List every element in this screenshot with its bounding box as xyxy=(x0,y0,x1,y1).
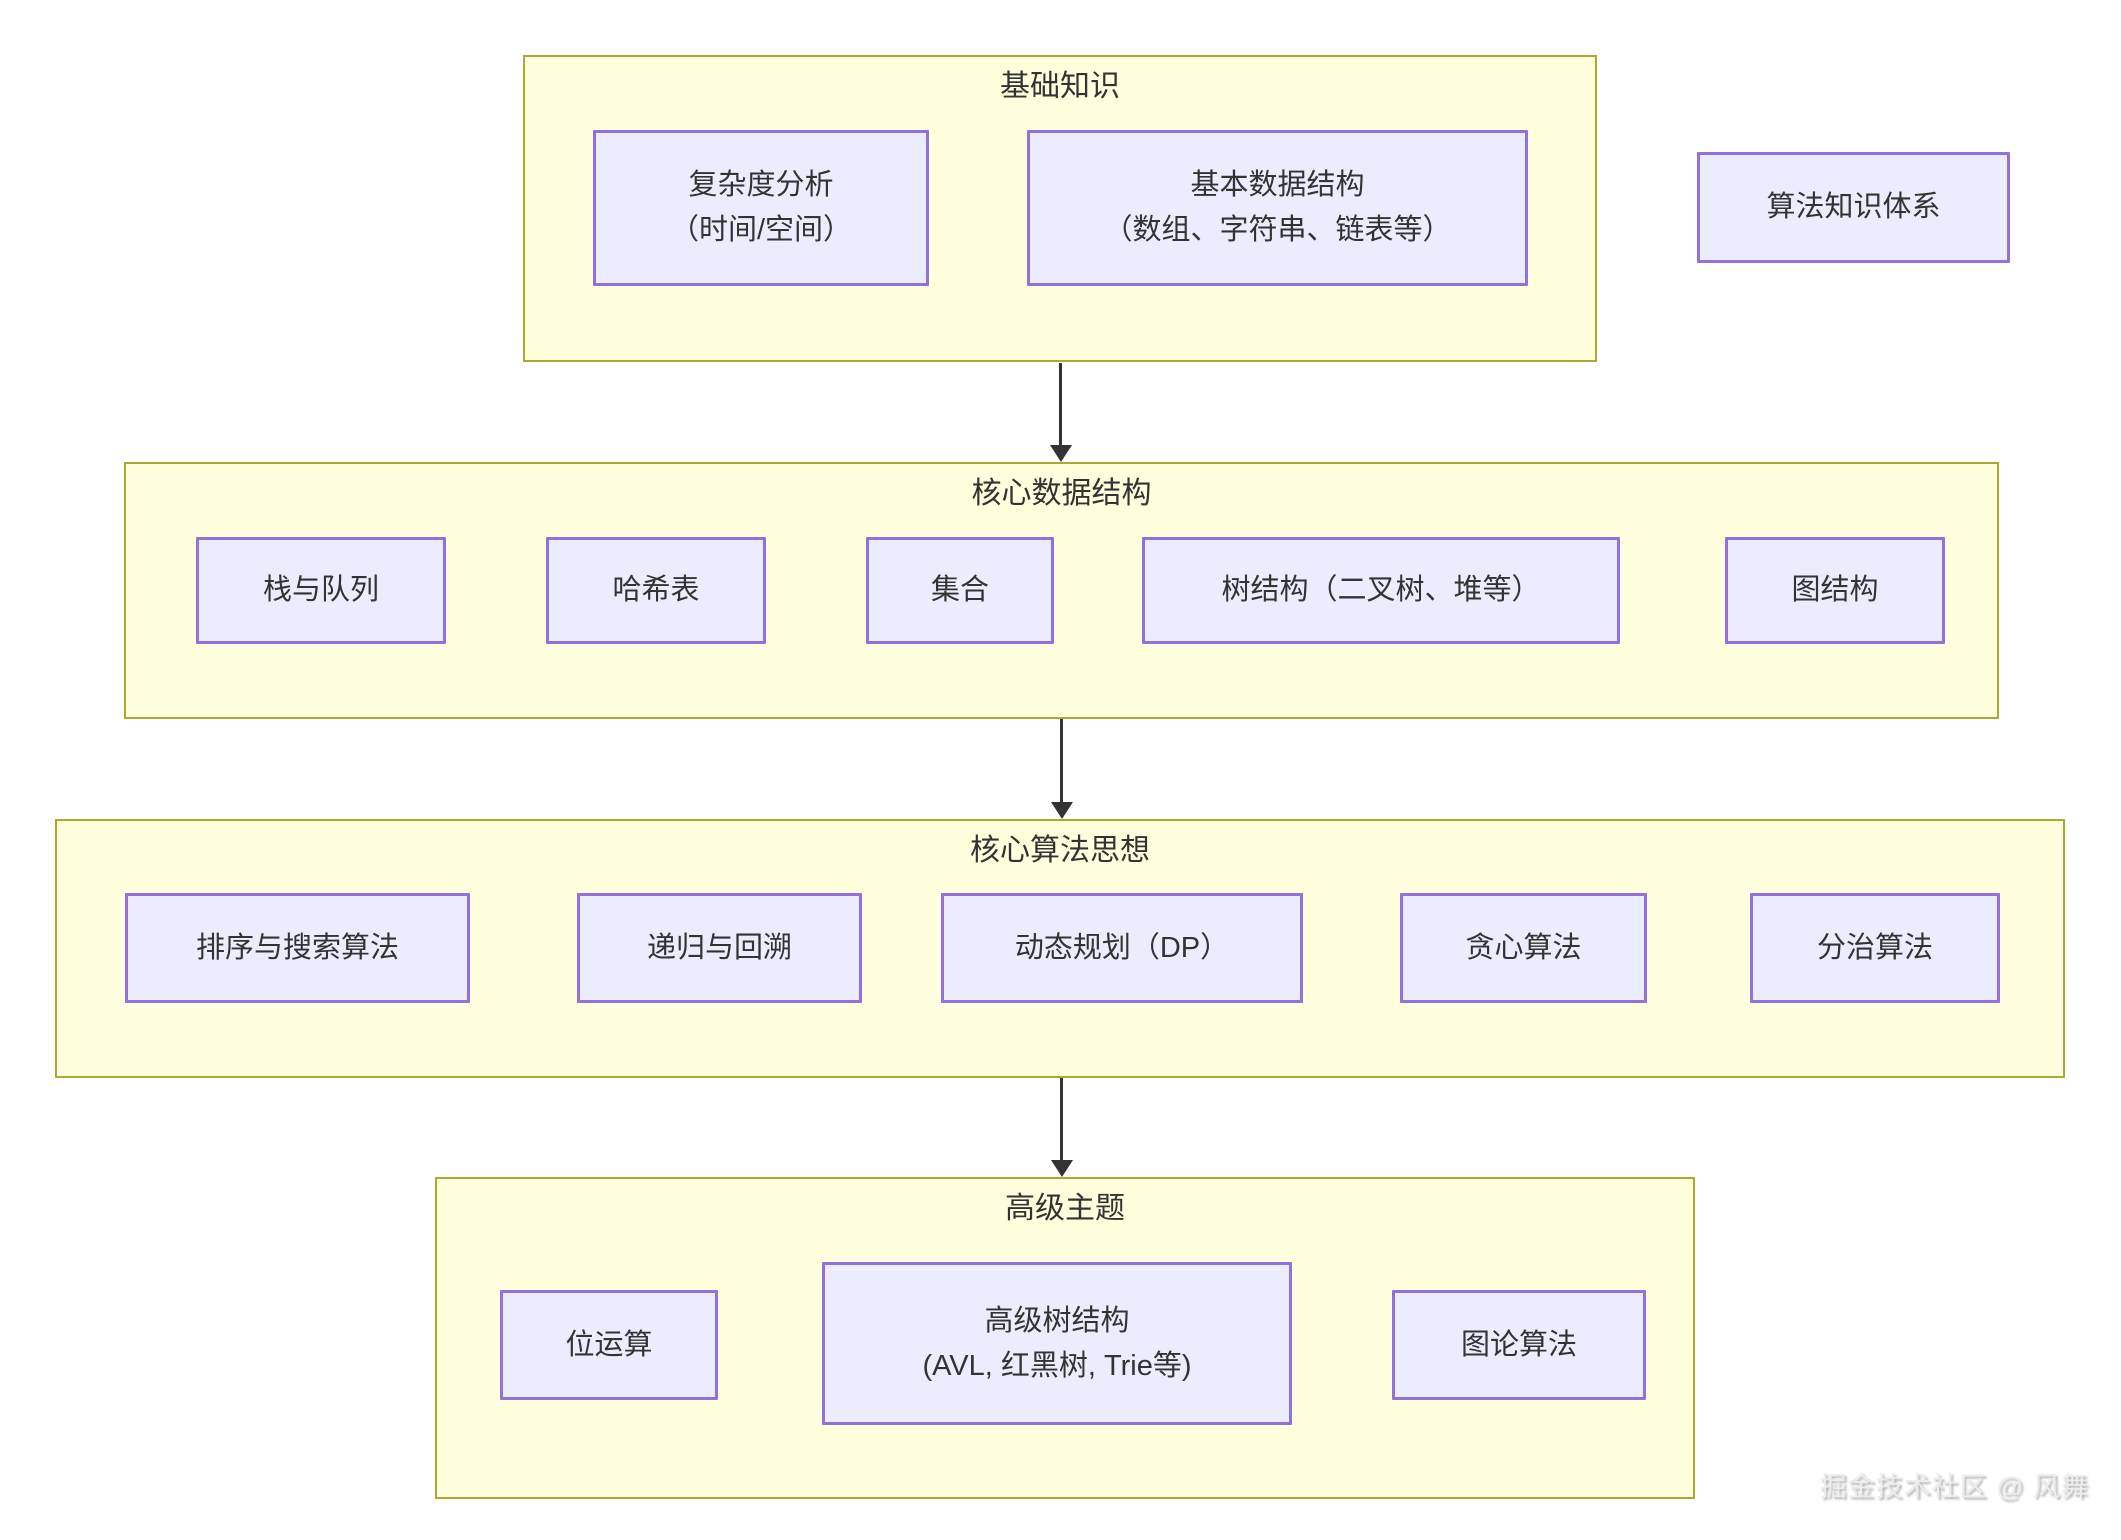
watermark: 掘金技术社区 @ 风舞 xyxy=(1819,1472,2089,1502)
node-label-line: （数组、字符串、链表等） xyxy=(1103,214,1452,246)
node-label-line: 贪心算法 xyxy=(1465,931,1582,964)
node-label-line: 高级树结构 xyxy=(984,1304,1130,1337)
node-label-line: 图论算法 xyxy=(1460,1328,1577,1361)
node-complexity-analysis: 复杂度分析 （时间/空间） xyxy=(593,130,929,286)
arrow-basics-to-core-ds xyxy=(1059,363,1062,446)
node-label-line: 动态规划（DP） xyxy=(1014,931,1230,964)
arrow-core-ds-to-algorithm-ideas-head xyxy=(1051,802,1073,819)
node-label-line: 栈与队列 xyxy=(262,574,379,607)
node-bit-operations: 位运算 xyxy=(500,1290,718,1400)
node-label-line: 树结构（二叉树、堆等） xyxy=(1221,574,1541,607)
node-label-line: 图结构 xyxy=(1791,574,1879,607)
node-sorting-searching: 排序与搜索算法 xyxy=(125,893,470,1003)
node-label-line: 递归与回溯 xyxy=(646,931,792,964)
node-stack-queue: 栈与队列 xyxy=(196,537,446,644)
node-recursion-backtracking: 递归与回溯 xyxy=(577,893,862,1003)
arrow-algorithm-ideas-to-advanced xyxy=(1060,1078,1063,1161)
group-advanced-topics-title: 高级主题 xyxy=(1005,1192,1125,1225)
node-label-line: 基本数据结构 xyxy=(1190,169,1365,202)
node-set: 集合 xyxy=(866,537,1054,644)
arrow-basics-to-core-ds-head xyxy=(1050,445,1072,462)
node-label-line: 复杂度分析 xyxy=(688,169,834,202)
node-label-line: 位运算 xyxy=(565,1328,653,1361)
node-greedy-algorithm: 贪心算法 xyxy=(1400,893,1647,1003)
node-advanced-tree-structures: 高级树结构 (AVL, 红黑树, Trie等) xyxy=(822,1262,1292,1425)
node-basic-data-structures: 基本数据结构 （数组、字符串、链表等） xyxy=(1027,130,1528,286)
group-core-algorithm-ideas-title: 核心算法思想 xyxy=(970,834,1150,867)
arrow-algorithm-ideas-to-advanced-head xyxy=(1051,1160,1073,1177)
node-label-line: 算法知识体系 xyxy=(1766,191,1941,224)
arrow-core-ds-to-algorithm-ideas xyxy=(1060,719,1063,803)
node-dynamic-programming: 动态规划（DP） xyxy=(941,893,1303,1003)
node-label-line: 分治算法 xyxy=(1816,931,1933,964)
node-divide-conquer: 分治算法 xyxy=(1750,893,2000,1003)
node-label-line: (AVL, 红黑树, Trie等) xyxy=(922,1349,1192,1382)
node-label-line: （时间/空间） xyxy=(669,214,853,246)
node-algorithm-knowledge-system: 算法知识体系 xyxy=(1697,152,2010,263)
node-graph-theory-algorithms: 图论算法 xyxy=(1392,1290,1646,1400)
node-label-line: 集合 xyxy=(930,574,989,607)
node-label-line: 哈希表 xyxy=(612,574,700,607)
group-core-data-structures-title: 核心数据结构 xyxy=(971,477,1152,510)
node-graph-structure: 图结构 xyxy=(1725,537,1945,644)
node-label-line: 排序与搜索算法 xyxy=(195,931,399,964)
node-tree-structure: 树结构（二叉树、堆等） xyxy=(1142,537,1620,644)
node-hash-table: 哈希表 xyxy=(546,537,766,644)
group-basics-title: 基础知识 xyxy=(1000,70,1120,103)
